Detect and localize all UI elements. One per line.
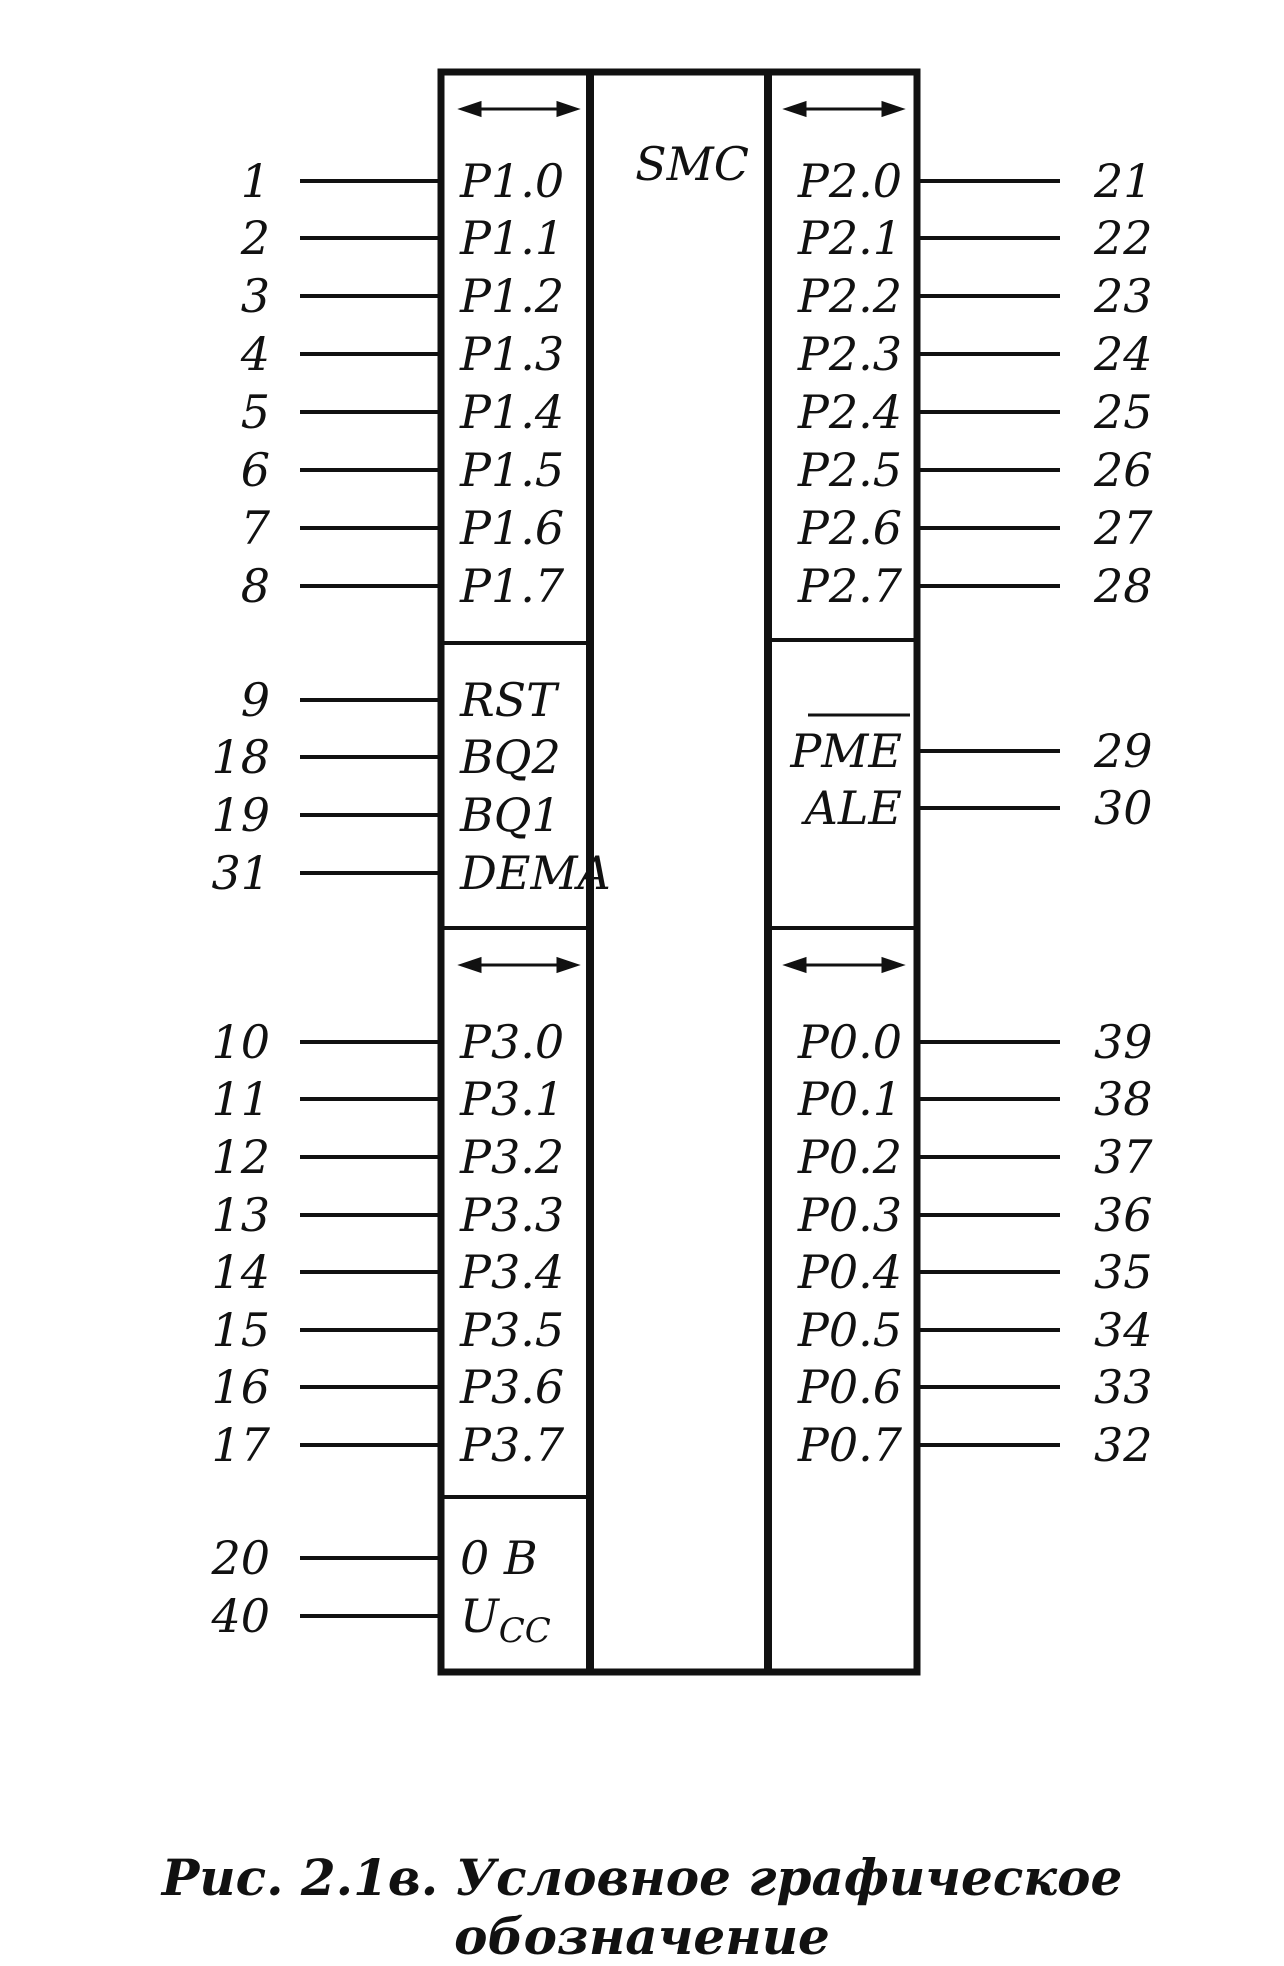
pin-number: 1 [241, 154, 270, 208]
pin-number: 36 [1094, 1188, 1153, 1242]
pin-label: P3.3 [459, 1188, 564, 1242]
pin-number: 5 [241, 385, 270, 439]
pin-number: 10 [211, 1015, 270, 1069]
pin-label: P1.5 [459, 443, 564, 497]
pin-number: 27 [1093, 501, 1153, 555]
pin-number: 25 [1093, 385, 1153, 439]
pin-number: 3 [241, 269, 270, 323]
pin-number: 17 [211, 1418, 270, 1472]
pin-number: 11 [211, 1072, 270, 1126]
right-pins: 21P2.022P2.123P2.224P2.325P2.426P2.527P2… [789, 154, 1153, 1472]
pin-number: 12 [211, 1130, 270, 1184]
pin-number: 18 [211, 730, 270, 784]
pin-number: 7 [241, 501, 271, 555]
pin-label: P2.0 [797, 154, 902, 208]
pin-number: 40 [210, 1589, 270, 1643]
figure-caption: Рис. 2.1в. Условное графическое обозначе… [161, 1848, 1123, 1966]
pin-label: P0.5 [797, 1303, 902, 1357]
pin-number: 31 [211, 846, 270, 900]
pin-label: P0.6 [797, 1360, 902, 1414]
bidirectional-arrow-icon [457, 956, 581, 974]
pin-number: 13 [211, 1188, 270, 1242]
chip-diagram: SMC 1 P1.0 2 P1.1 3 P1.2 4 P1.3 5 P1.4 6 P1.5 7 P1.6 8… [210, 68, 1153, 1676]
pin-label: P2.2 [797, 269, 902, 323]
pin-label: P0.2 [797, 1130, 902, 1184]
pin-label: BQ1 [459, 788, 561, 842]
pin-label: P2.7 [797, 559, 903, 613]
bidirectional-arrow-icon [782, 956, 906, 974]
pin-label: P3.2 [459, 1130, 564, 1184]
pin-label: 0 B [460, 1531, 538, 1585]
pin-number: 6 [241, 443, 270, 497]
pin-label: P1.7 [459, 559, 565, 613]
pin-number: 26 [1093, 443, 1153, 497]
pin-number: 23 [1093, 269, 1153, 323]
pin-number: 38 [1094, 1072, 1153, 1126]
pin-number: 16 [211, 1360, 270, 1414]
pin-label: P1.4 [459, 385, 564, 439]
pin-label: P3.0 [459, 1015, 564, 1069]
pin-number: 15 [211, 1303, 270, 1357]
pin-label: P0.7 [797, 1418, 903, 1472]
pin-number: 28 [1093, 559, 1153, 613]
pin-label: P3.5 [459, 1303, 564, 1357]
left-pins: 1 P1.0 2 P1.1 3 P1.2 4 P1.3 5 P1.4 6 P1.5 7 P1.6 8 P1.7… [210, 154, 610, 1651]
pin-number: 29 [1093, 724, 1153, 778]
pin-label: UCC [460, 1589, 551, 1651]
pin-number: 37 [1094, 1130, 1153, 1184]
pin-number: 21 [1093, 154, 1153, 208]
pin-label: P3.1 [459, 1072, 564, 1126]
pin-label: P0.0 [797, 1015, 902, 1069]
pin-number: 30 [1094, 781, 1153, 835]
pin-number: 20 [210, 1531, 270, 1585]
pin-label: P1.3 [459, 327, 564, 381]
pin-number: 2 [240, 211, 270, 265]
pin-label: P2.4 [797, 385, 902, 439]
pin-label: P0.3 [797, 1188, 902, 1242]
pin-label: BQ2 [459, 730, 561, 784]
pin-number: 22 [1093, 211, 1153, 265]
pin-label: P3.7 [459, 1418, 565, 1472]
pin-number: 14 [211, 1245, 270, 1299]
bidirectional-arrow-icon [457, 100, 581, 118]
chip-title: SMC [635, 137, 749, 191]
pin-label: P2.5 [797, 443, 902, 497]
pin-label: P2.6 [797, 501, 902, 555]
pin-label: P2.3 [797, 327, 902, 381]
pin-label: P1.1 [459, 211, 564, 265]
pin-number: 8 [241, 559, 270, 613]
pin-label: ALE [801, 781, 902, 835]
pin-label: RST [459, 673, 560, 727]
pin-label: DEMA [459, 846, 611, 900]
pin-number: 4 [240, 327, 270, 381]
pin-label: P0.4 [797, 1245, 902, 1299]
pin-label: PME [789, 724, 902, 778]
pin-number: 33 [1094, 1360, 1153, 1414]
pin-number: 9 [241, 673, 270, 727]
pin-label: P1.2 [459, 269, 564, 323]
pin-number: 39 [1094, 1015, 1153, 1069]
pin-label: P3.6 [459, 1360, 564, 1414]
pin-label: P3.4 [459, 1245, 564, 1299]
pin-label: P1.6 [459, 501, 564, 555]
pin-number: 34 [1094, 1303, 1153, 1357]
pin-label-subscript: CC [499, 1611, 551, 1651]
pin-number: 24 [1093, 327, 1153, 381]
pin-label: P1.0 [459, 154, 564, 208]
bidirectional-arrow-icon [782, 100, 906, 118]
pin-label: P0.1 [797, 1072, 902, 1126]
pin-label: P2.1 [797, 211, 902, 265]
pin-number: 19 [211, 788, 270, 842]
pin-number: 35 [1094, 1245, 1153, 1299]
pin-number: 32 [1094, 1418, 1153, 1472]
